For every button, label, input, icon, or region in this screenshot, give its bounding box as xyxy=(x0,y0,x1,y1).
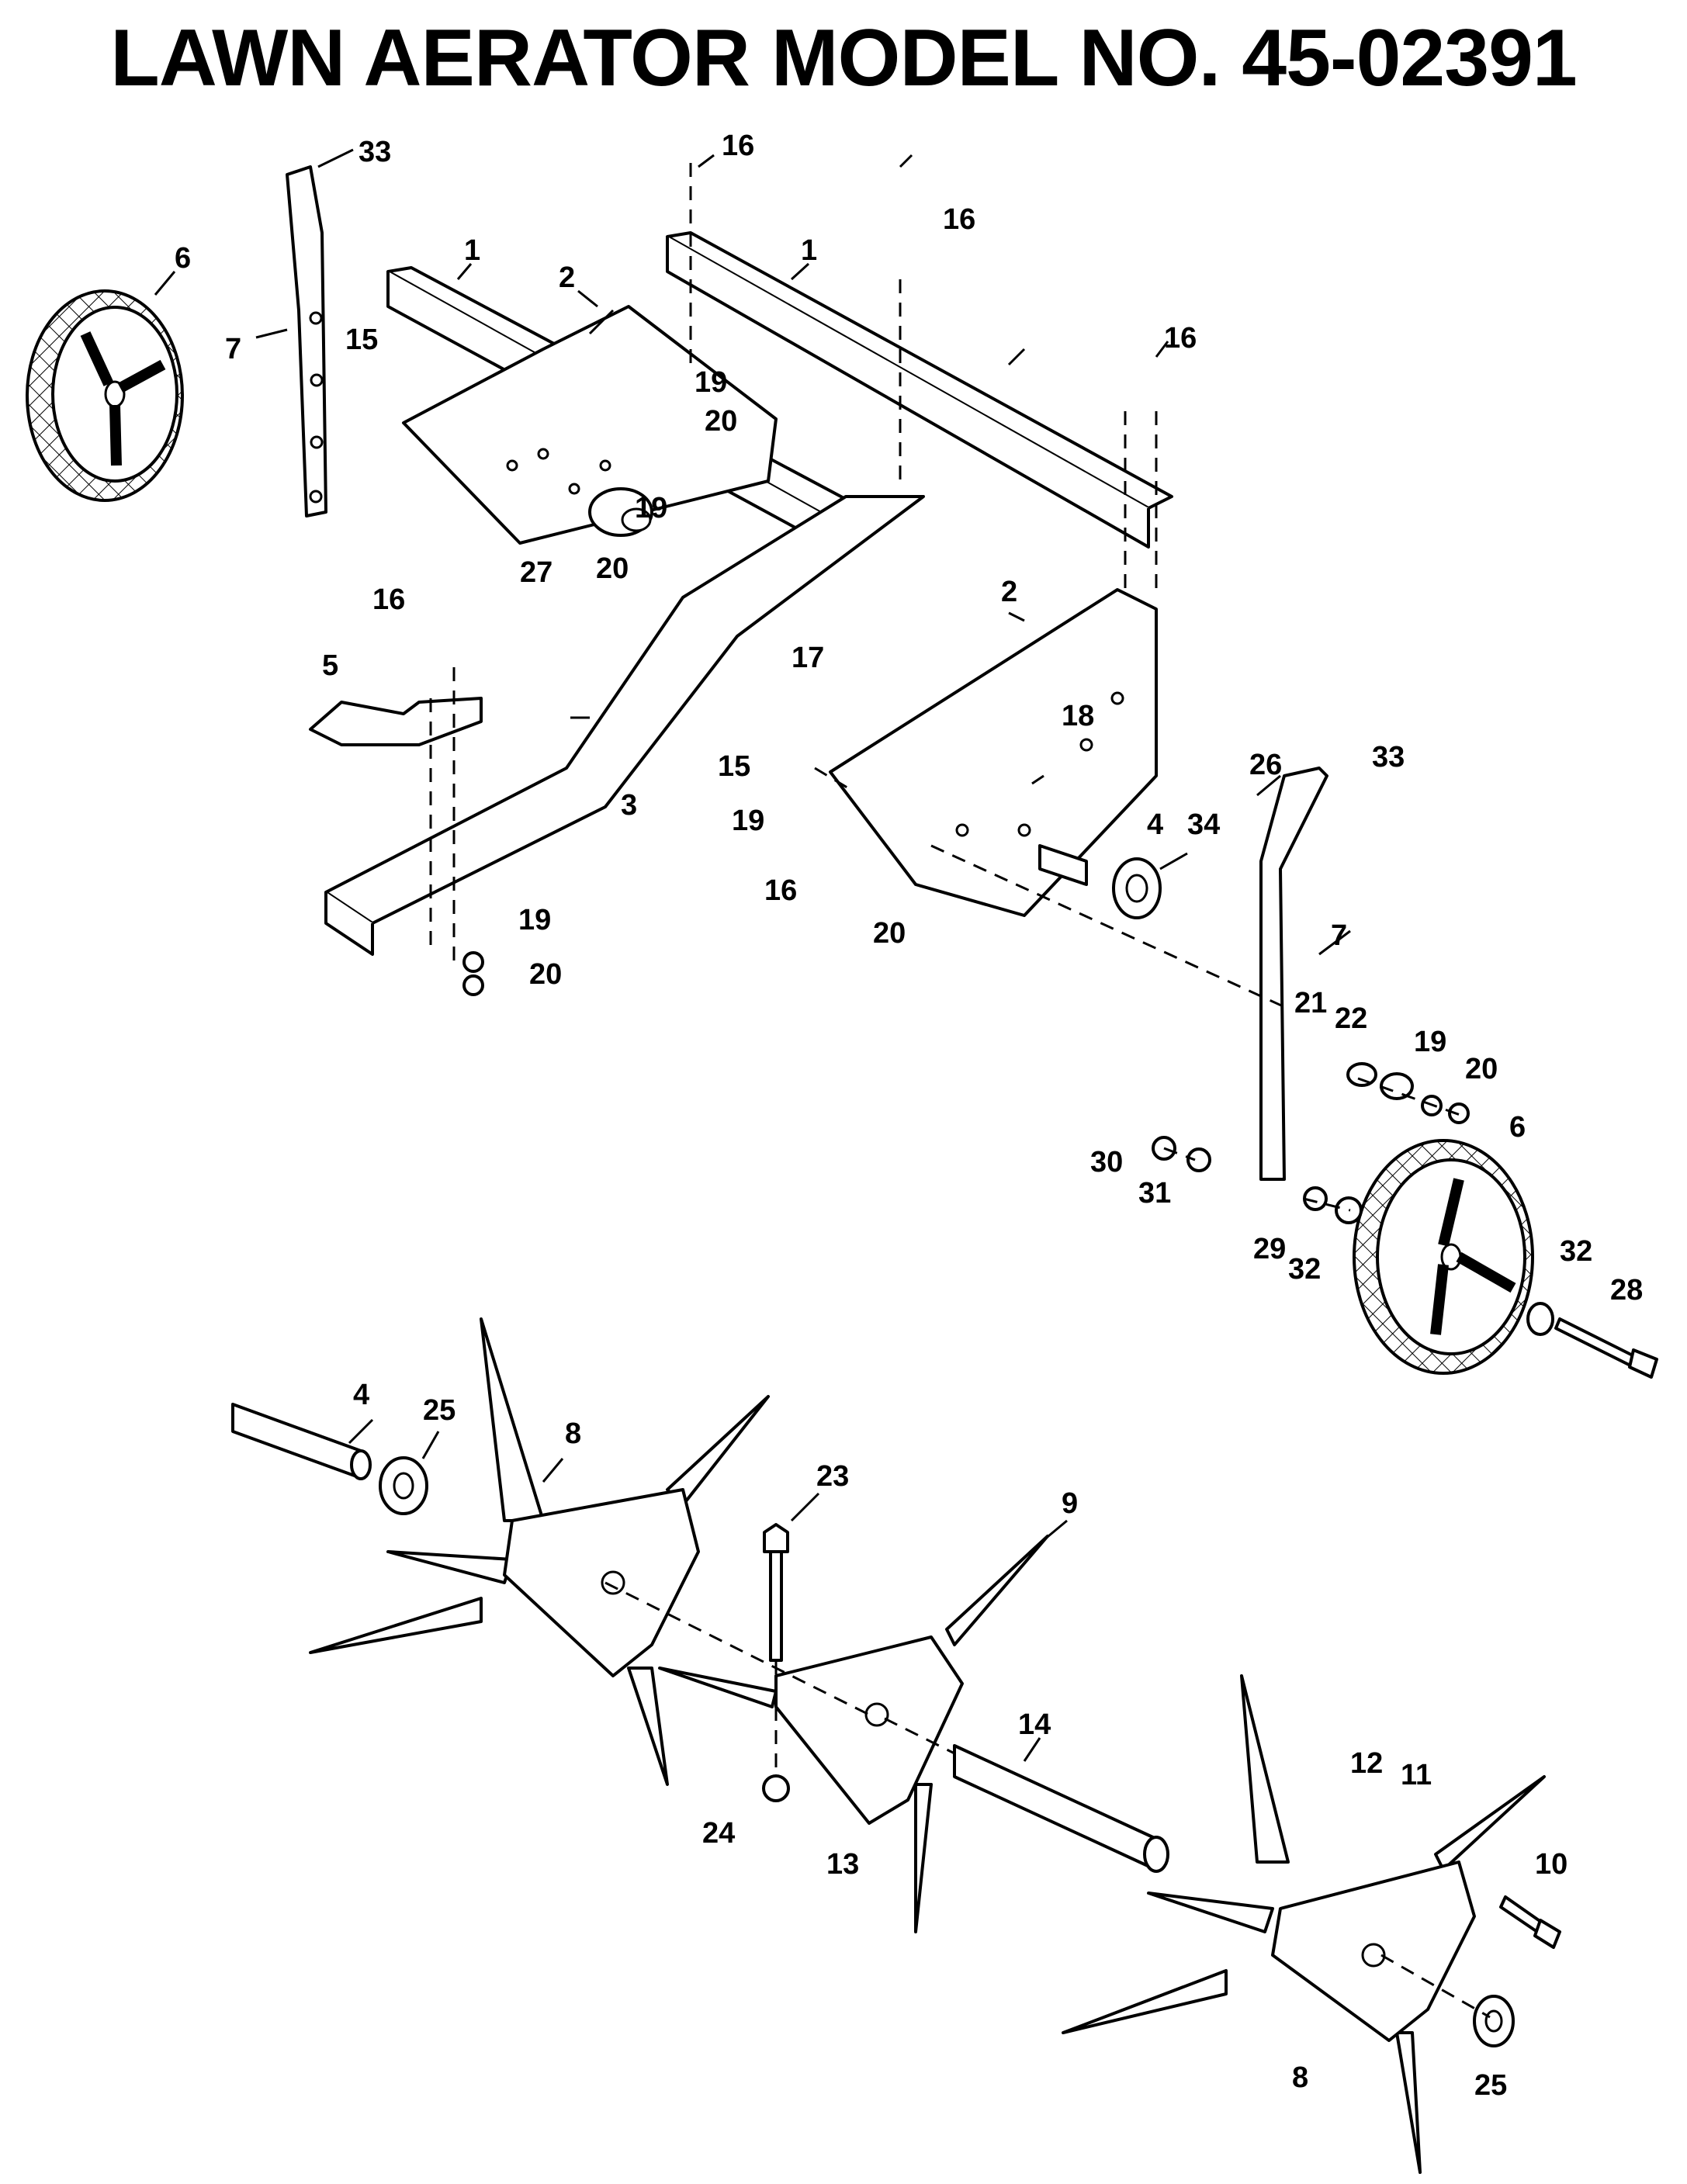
callout-4b: 4 xyxy=(353,1379,369,1411)
callout-6b: 6 xyxy=(1509,1111,1526,1144)
callout-28: 28 xyxy=(1610,1274,1643,1307)
callout-9: 9 xyxy=(1062,1487,1078,1520)
callout-7b: 7 xyxy=(1331,919,1347,952)
bolt-23 xyxy=(763,1523,789,1662)
callout-12: 12 xyxy=(1350,1747,1383,1780)
callout-20e: 20 xyxy=(1465,1053,1498,1085)
washer-25-right xyxy=(1473,1995,1515,2047)
callout-31: 31 xyxy=(1138,1177,1171,1210)
callout-34: 34 xyxy=(1187,808,1220,841)
callout-16c: 16 xyxy=(1164,322,1197,355)
callout-22: 22 xyxy=(1335,1002,1367,1035)
diagram-title: LAWN AERATOR MODEL NO. 45-02391 xyxy=(110,13,1578,103)
side-plate-right xyxy=(829,588,1158,917)
callout-14: 14 xyxy=(1018,1708,1051,1741)
callout-10: 10 xyxy=(1535,1848,1567,1881)
callout-27: 27 xyxy=(520,556,553,589)
callout-25b: 25 xyxy=(1474,2069,1507,2102)
callout-labels: 33 16 6 1 1 16 2 7 15 16 19 20 19 27 20 … xyxy=(175,130,1643,2102)
callout-20d: 20 xyxy=(529,958,562,991)
callout-33b: 33 xyxy=(1372,741,1405,774)
callout-6a: 6 xyxy=(175,242,191,275)
washer-25-left xyxy=(379,1456,428,1515)
callout-20b: 20 xyxy=(596,552,629,585)
axle-bolt xyxy=(1554,1317,1658,1379)
callout-33a: 33 xyxy=(359,136,391,168)
callout-30: 30 xyxy=(1090,1146,1123,1179)
tine-wheel-right xyxy=(1062,1674,1546,2174)
hardware-pieces xyxy=(462,951,1554,1336)
hitch-bracket xyxy=(309,697,483,746)
callout-19e: 19 xyxy=(1414,1026,1446,1058)
callout-19c: 19 xyxy=(732,805,764,837)
hub xyxy=(588,487,653,537)
callout-32a: 32 xyxy=(1288,1253,1321,1286)
callout-1a: 1 xyxy=(464,234,480,267)
handle-bracket-left xyxy=(286,165,327,517)
callout-20a: 20 xyxy=(705,405,737,438)
callout-5: 5 xyxy=(322,649,338,682)
callout-16d: 16 xyxy=(372,583,405,616)
spacer-34 xyxy=(1112,857,1162,919)
callout-13: 13 xyxy=(826,1848,859,1881)
callout-15a: 15 xyxy=(345,324,378,356)
callout-8b: 8 xyxy=(1292,2061,1308,2094)
callout-25a: 25 xyxy=(423,1394,456,1427)
callout-4a: 4 xyxy=(1147,808,1163,841)
callout-20c: 20 xyxy=(873,917,906,950)
spacer-tube xyxy=(953,1744,1169,1873)
callout-19a: 19 xyxy=(695,366,727,399)
callout-15b: 15 xyxy=(718,750,750,783)
callout-16e: 16 xyxy=(764,874,797,907)
callout-23: 23 xyxy=(816,1460,849,1493)
callout-21: 21 xyxy=(1294,987,1327,1019)
axle-stub xyxy=(1038,844,1088,886)
callout-8a: 8 xyxy=(565,1417,581,1450)
callout-1b: 1 xyxy=(801,234,817,267)
callout-2b: 2 xyxy=(1001,576,1017,608)
assembly-lines xyxy=(429,163,1491,2019)
tow-bar xyxy=(324,495,925,956)
callout-7a: 7 xyxy=(225,333,241,365)
wheel-left xyxy=(26,289,184,502)
side-plate-left xyxy=(402,305,778,545)
callout-29: 29 xyxy=(1253,1233,1286,1265)
frame-rail-right xyxy=(666,231,1173,549)
callout-24: 24 xyxy=(702,1817,735,1850)
handle-bracket-right xyxy=(1259,767,1328,1181)
callout-2a: 2 xyxy=(559,261,575,294)
nut-24 xyxy=(762,1774,790,1802)
axle-shaft xyxy=(231,1403,372,1480)
leader-lines xyxy=(154,148,1351,1762)
callout-19b: 19 xyxy=(635,492,667,524)
tine-wheel-left xyxy=(309,1317,770,1786)
callout-26: 26 xyxy=(1249,749,1282,781)
callout-32b: 32 xyxy=(1560,1235,1592,1268)
bolt-10 xyxy=(1499,1895,1561,1949)
wheel-right xyxy=(1353,1139,1534,1375)
callout-17: 17 xyxy=(792,642,824,674)
callout-16b: 16 xyxy=(943,203,975,236)
callout-16a: 16 xyxy=(722,130,754,162)
callout-18: 18 xyxy=(1062,700,1094,732)
callout-11: 11 xyxy=(1401,1759,1432,1791)
callout-19d: 19 xyxy=(518,904,551,936)
callout-3: 3 xyxy=(621,789,637,822)
